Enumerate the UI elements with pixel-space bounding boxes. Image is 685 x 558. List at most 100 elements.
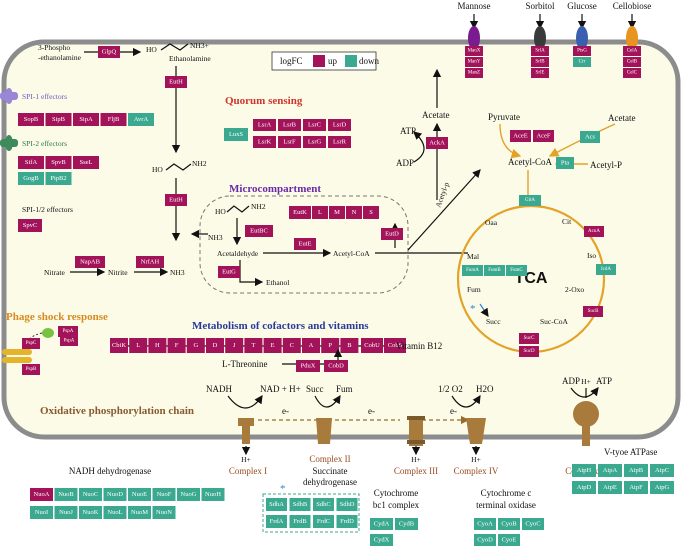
gene-eutg [218, 266, 240, 278]
quorum-title: Quorum sensing [225, 95, 303, 107]
oxo-label: 2-Oxo [565, 285, 584, 294]
gene-sdhc-label: SdhC [316, 501, 330, 508]
complex-ii-label: Complex II [309, 454, 350, 464]
complex-iii-shape [409, 416, 423, 446]
gene-cyob-label: CyoB [501, 521, 517, 528]
cellobiose-transporter [626, 26, 638, 50]
gene-s-label: S [369, 209, 373, 216]
cit-label: Cit [562, 217, 572, 226]
gene-nuoi-label: NuoI [35, 509, 48, 516]
gene-glpq [98, 46, 120, 58]
gene-avra [128, 113, 154, 126]
gene-nuoe [128, 488, 151, 501]
gene-l-label: L [318, 209, 322, 216]
proton-5: H+ [581, 377, 591, 386]
gene-manz-label: ManZ [468, 71, 480, 76]
gene-p-label: P [328, 342, 332, 349]
gene-nuob-label: NuoB [58, 491, 74, 498]
gene-cydx [370, 534, 393, 546]
micro-nh2-label: NH2 [251, 202, 266, 211]
gene-glta-label: GltA [525, 198, 535, 203]
gene-acna-label: AcnA [588, 229, 600, 234]
gene-pipb2-label: PipB2 [50, 175, 66, 182]
gene-manx-label: ManX [468, 49, 481, 54]
micro-title: Microcompartment [229, 183, 321, 195]
gene-gogb [18, 172, 44, 185]
gene-sifa-label: SifA [25, 159, 38, 166]
gene-icda-label: IcdA [601, 267, 611, 272]
gene-srlb-label: SrlB [535, 60, 545, 65]
gene-pspa-2 [60, 336, 78, 346]
gene-spvc-label: SpvC [23, 222, 37, 229]
gene-glta [519, 195, 541, 206]
phage-title: Phage shock response [6, 311, 108, 323]
gene-t-label: T [251, 342, 255, 349]
gene-cela [623, 46, 641, 56]
micro-acetylcoa-label: Acetyl-CoA [333, 249, 370, 258]
gene-acka-label: AckA [429, 140, 445, 147]
gene-nuol [103, 506, 127, 519]
glucose-label: Glucose [567, 1, 597, 11]
sorbitol-label: Sorbitol [525, 1, 555, 11]
gene-c [282, 338, 301, 353]
spi12-label: SPI-1/2 effectors [22, 205, 73, 214]
gene-luxs [224, 128, 248, 141]
gene-cyda [370, 518, 393, 530]
gene-srlb [531, 57, 549, 67]
gene-cobs-label: CobS [388, 342, 403, 349]
gene-srla-label: SrlA [535, 49, 545, 54]
gene-frdb-label: FrdB [293, 518, 307, 525]
gene-cyod-label: CyoD [477, 537, 493, 544]
gene-t [244, 338, 263, 353]
gene-sdha [266, 498, 287, 511]
gene-s [363, 206, 379, 219]
gene-fumc [506, 265, 527, 276]
gene-nuoh [201, 488, 225, 501]
gene-succ-label: SucC [524, 336, 536, 341]
gene-cyoc-label: CyoC [525, 521, 540, 528]
gene-pspc-label: PspC [26, 341, 37, 346]
gene-acef [533, 130, 554, 142]
ethanolamine-structure [160, 43, 189, 51]
iso-label: Iso [587, 251, 596, 260]
gene-a-label: A [309, 342, 314, 349]
oxphos-adp-label: ADP [562, 376, 580, 386]
gene-nuoe-label: NuoE [132, 491, 147, 498]
gene-luxs-label: LuxS [229, 131, 243, 138]
gene-atpb [624, 464, 648, 477]
gene-nuod-label: NuoD [107, 491, 123, 498]
succoa-label: Suc-CoA [540, 317, 569, 326]
cofactor-metabolism: Metabolism of cofactors and vitamins Cbi… [110, 320, 442, 372]
gene-srle [531, 68, 549, 78]
gene-nuog-label: NuoG [181, 491, 197, 498]
gene-cyoc [522, 518, 544, 530]
gene-cobs [384, 338, 406, 353]
gene-acna [584, 226, 604, 237]
gene-nuom-label: NuoM [131, 509, 148, 516]
gene-frdd-label: FrdD [340, 518, 354, 525]
phage-shock: Phage shock response PspA PspA PspC PspB [2, 311, 108, 375]
gene-lsrr [328, 136, 351, 148]
gene-napab [75, 256, 105, 268]
gene-j [225, 338, 244, 353]
gene-f [167, 338, 186, 353]
gene-nuoi [30, 506, 53, 519]
gene-frdc-label: FrdC [317, 518, 330, 525]
proton-3: H+ [411, 455, 421, 464]
nh2-label: NH2 [192, 159, 207, 168]
gene-nuom [128, 506, 151, 519]
gene-nuof [152, 488, 176, 501]
gene-cela-label: CelA [627, 49, 638, 54]
gene-a [302, 338, 320, 353]
gene-cyda-label: CydA [374, 521, 390, 528]
gene-m [329, 206, 345, 219]
ethanolamine-section: 3-Phospho -ethanolamine GlpQ HO NH3+ Eth… [38, 41, 211, 242]
gene-pspa [58, 326, 78, 337]
gene-sopb-label: SopB [24, 116, 39, 123]
gene-fuma-label: FumA [466, 268, 479, 273]
gene-nuoj [54, 506, 78, 519]
gene-atpd [572, 481, 596, 494]
gene-nuoc-label: NuoC [83, 491, 99, 498]
